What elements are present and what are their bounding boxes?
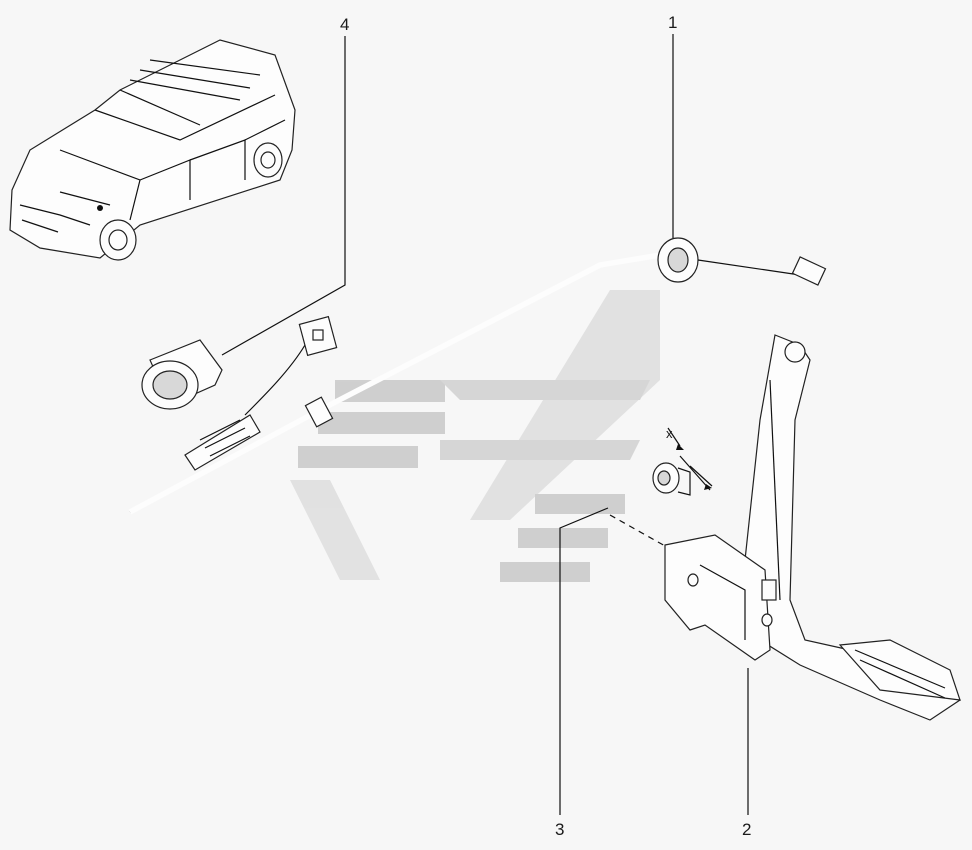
dimension-label-x: x (666, 426, 673, 441)
callout-label-4: 4 (340, 15, 349, 34)
callout-label-2: 2 (742, 820, 751, 839)
callout-4: 4 (221, 15, 349, 356)
callout-2: 2 (742, 668, 751, 839)
watermark-logo (290, 290, 660, 582)
minivan-icon (9, 39, 296, 261)
accelerator-cable-part-1 (128, 237, 827, 515)
callout-label-1: 1 (668, 13, 677, 32)
callout-label-3: 3 (555, 820, 564, 839)
callout-3: 3 (555, 507, 609, 839)
clip-part-3: x (609, 426, 713, 561)
callout-1: 1 (668, 13, 677, 238)
accelerator-pedal-part-2 (664, 334, 961, 721)
grommet-part-4 (141, 339, 223, 410)
